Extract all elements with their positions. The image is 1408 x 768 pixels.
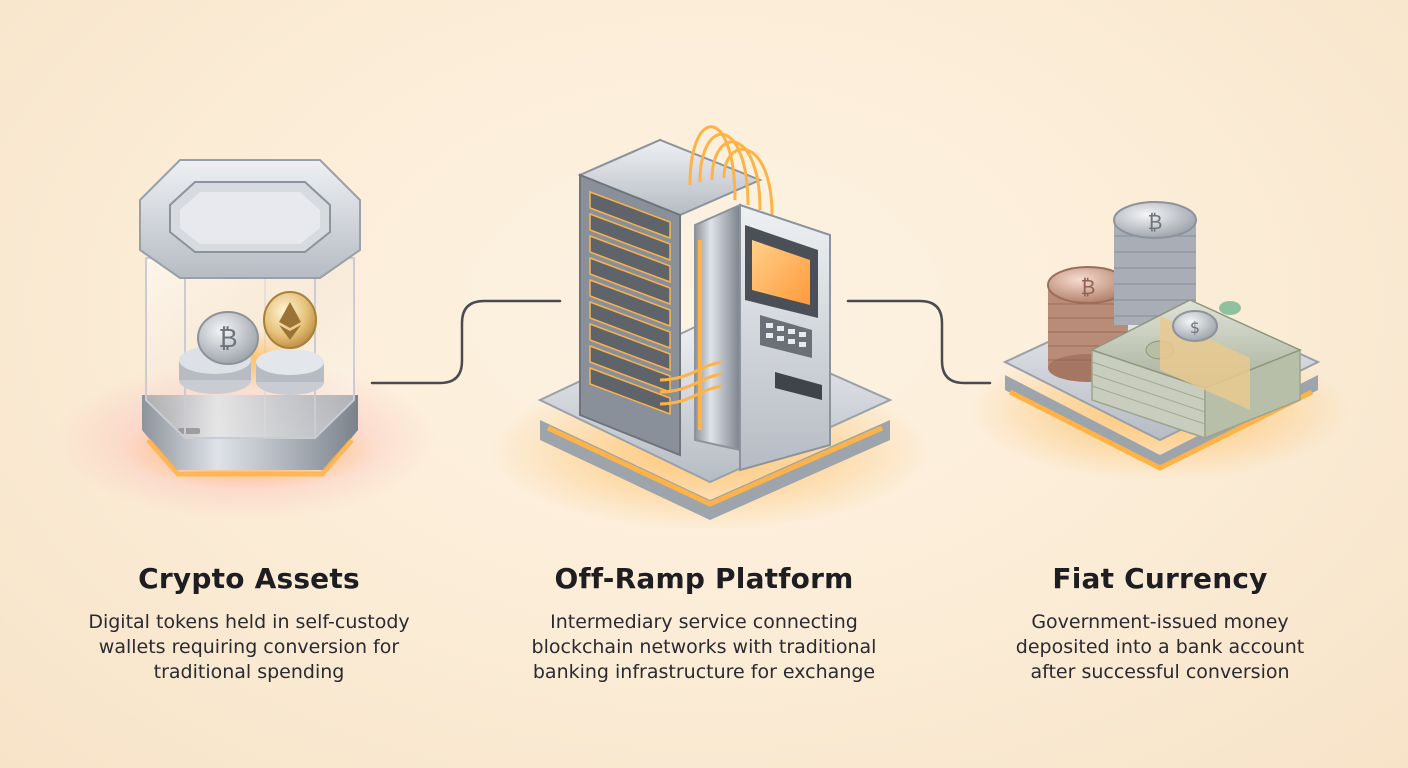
crypto-desc-line-3: traditional spending — [49, 660, 449, 685]
svg-text:$: $ — [1190, 318, 1200, 337]
fiat-currency-title: Fiat Currency — [960, 562, 1360, 595]
off-ramp-platform-title: Off-Ramp Platform — [504, 562, 904, 595]
bill-seal — [1219, 301, 1241, 315]
bitcoin-symbol: ₿ — [218, 324, 237, 354]
crypto-assets-title: Crypto Assets — [49, 562, 449, 595]
fiat-desc-line-2: deposited into a bank account — [960, 635, 1360, 660]
offramp-desc-line-3: banking infrastructure for exchange — [504, 660, 904, 685]
offramp-desc-line-2: blockchain networks with traditional — [504, 635, 904, 660]
offramp-desc-line-1: Intermediary service connecting — [504, 610, 904, 635]
fiat-desc-line-3: after successful conversion — [960, 660, 1360, 685]
svg-text:₿: ₿ — [1081, 275, 1096, 299]
crypto-desc-line-1: Digital tokens held in self-custody — [49, 610, 449, 635]
crypto-vault-icon: ₿ — [140, 160, 360, 474]
crypto-desc-line-2: wallets requiring conversion for — [49, 635, 449, 660]
off-ramp-platform-description: Intermediary service connecting blockcha… — [504, 610, 904, 685]
connector-right — [848, 301, 990, 383]
fiat-currency-description: Government-issued money deposited into a… — [960, 610, 1360, 685]
fiat-desc-line-1: Government-issued money — [960, 610, 1360, 635]
connector-left — [372, 301, 560, 383]
server-atm-icon — [540, 127, 890, 520]
crypto-assets-description: Digital tokens held in self-custody wall… — [49, 610, 449, 685]
svg-text:₿: ₿ — [1148, 210, 1163, 234]
